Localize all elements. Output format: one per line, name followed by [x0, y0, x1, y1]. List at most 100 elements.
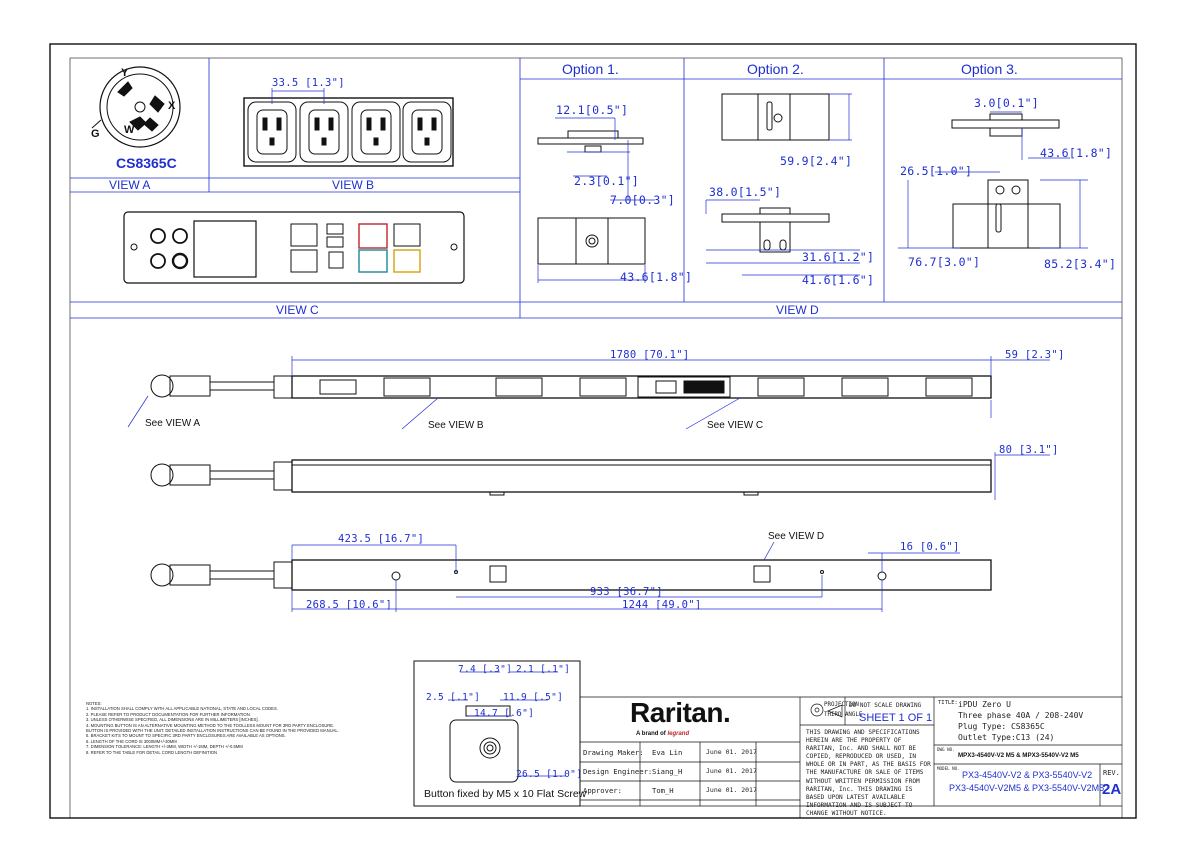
name-approver: Tom_H: [652, 786, 674, 795]
dwg-number: MPX3-4540V-V2 M5 & MPX3-5540V-V2 M5: [958, 752, 1079, 759]
rev-key: REV.: [1103, 769, 1120, 777]
dim-btn-d: 11.9 [.5"]: [503, 692, 564, 703]
role-drawing-maker: Drawing Maker:: [583, 748, 644, 757]
dim-o1-b: 2.3[0.1"]: [574, 174, 640, 188]
title-line-4: Outlet Type:C13 (24): [958, 733, 1055, 742]
dim-btn-c: 2.5 [.1"]: [426, 692, 481, 703]
dim-o3-d: 76.7[3.0"]: [908, 255, 981, 269]
dim-o2-b: 38.0[1.5"]: [709, 185, 782, 199]
dim-o3-a: 3.0[0.1"]: [974, 96, 1040, 110]
note-line: 6. LENGTH OF THE CORD IS 3000MM+/-30MM: [86, 738, 177, 744]
model-number-1: PX3-4540V-V2 & PX3-5540V-V2: [962, 770, 1093, 780]
dim-end-offset: 16 [0.6"]: [900, 541, 960, 553]
title-line-1: iPDU Zero U: [958, 700, 1011, 709]
role-approver: Approver:: [583, 786, 622, 795]
note-line: 7. DIMENSION TOLERANCE: LENGTH +/-3MM, W…: [86, 744, 243, 750]
title-line-3: Plug Type: CS8365C: [958, 722, 1045, 731]
dim-o1-a: 12.1[0.5"]: [556, 103, 629, 117]
controller-view-c: [123, 211, 465, 284]
note-line: 8. REFER TO THE TABLE FOR DETAIL CORD LE…: [86, 749, 218, 755]
notes-heading: NOTES:: [86, 701, 102, 706]
mount-option-3: [951, 113, 1061, 249]
name-drawing-maker: Eva Lin: [652, 748, 683, 757]
dim-btn-a: 7.4 [.3"]: [458, 664, 513, 675]
dim-depth: 80 [3.1"]: [999, 444, 1059, 456]
views-grid: [70, 58, 1122, 319]
pin-label-g: G: [91, 128, 100, 140]
disclaimer-text: THIS DRAWING AND SPECIFICATIONS HEREIN A…: [806, 729, 931, 817]
title-line-2: Three phase 40A / 208-240V: [958, 711, 1084, 720]
dim-o3-b: 43.6[1.8"]: [1040, 146, 1113, 160]
option-2-label: Option 2.: [747, 61, 804, 77]
dim-left-button: 268.5 [10.6"]: [306, 599, 393, 611]
pin-label-x: X: [168, 100, 176, 112]
callout-see-view-c: See VIEW C: [707, 420, 764, 431]
dim-overall-length: 1780 [70.1"]: [610, 349, 690, 361]
third-angle-label: THIRD ANGLE: [824, 712, 863, 718]
option-1-label: Option 1.: [562, 61, 619, 77]
title-block-frame: [580, 696, 1122, 818]
mount-option-1: [537, 130, 646, 265]
brand-tag-text: A brand of: [636, 731, 666, 737]
projection-label: PROJECTION: [824, 702, 859, 708]
pin-label-w: W: [124, 124, 135, 136]
outlets-view-b: [243, 88, 454, 167]
outlet-c13-1: [247, 101, 297, 163]
dwg-key: DWG NO.: [937, 747, 955, 752]
dim-btn-b: 2.1 [.1"]: [516, 664, 571, 675]
pdu-back-view: [150, 559, 992, 591]
dim-button-span: 933 [36.7"]: [590, 586, 663, 598]
dim-outlet-pitch: 33.5 [1.3"]: [272, 77, 345, 89]
dim-o2-a: 59.9[2.4"]: [780, 154, 853, 168]
button-detail: [413, 660, 581, 807]
pin-label-y: Y: [121, 67, 129, 79]
dim-o2-c: 31.6[1.2"]: [802, 250, 875, 264]
note-line: BUTTON IS PROVIDED WITH THE UNIT. DETAIL…: [86, 728, 339, 734]
date-drawing-maker: June 01. 2017: [706, 748, 757, 756]
pdu-front-view: [150, 374, 992, 399]
role-design-engineer: Design Engineer:: [583, 767, 653, 776]
no-scale-label: DO NOT SCALE DRAWING: [849, 702, 922, 709]
model-key: MODEL NO.: [937, 766, 960, 771]
dim-button-pitch: 1244 [49.0"]: [622, 599, 702, 611]
plug-type-label: CS8365C: [116, 155, 177, 171]
title-key: TITLE:: [938, 700, 958, 706]
dim-o3-e: 85.2[3.4"]: [1044, 257, 1117, 271]
brand-tagline: A brand of legrand: [636, 731, 689, 737]
rev-value: 2A: [1102, 781, 1122, 798]
option-3-label: Option 3.: [961, 61, 1018, 77]
dim-o1-d: 43.6[1.8"]: [620, 270, 693, 284]
view-d-dimension-lines: [537, 93, 1088, 283]
note-line: 5. BRACKET KITS TO MOUNT TO SPECIFIC 3RD…: [86, 733, 286, 739]
outlet-c13-2: [299, 101, 349, 163]
legrand-logo: legrand: [667, 731, 690, 737]
dim-btn-e: 14.7 [.6"]: [474, 708, 535, 719]
view-a-label: VIEW A: [109, 178, 151, 192]
dim-o2-d: 41.6[1.6"]: [802, 273, 875, 287]
outlet-c13-3: [351, 101, 401, 163]
dim-left-mount: 423.5 [16.7"]: [338, 533, 425, 545]
notes-block: NOTES: 1. INSTALLATION SHALL COMPLY WITH…: [86, 701, 386, 755]
sheet-label: SHEET 1 OF 1: [859, 712, 933, 724]
dim-o1-c: 7.0[0.3"]: [610, 193, 676, 207]
callout-see-view-a: See VIEW A: [145, 418, 201, 429]
outlet-c13-4: [402, 101, 452, 163]
model-number-2: PX3-4540V-V2M5 & PX3-5540V-V2M5: [949, 783, 1105, 793]
view-d-label: VIEW D: [776, 303, 819, 317]
main-dimension-lines: [127, 356, 1050, 612]
note-line: 3. UNLESS OTHERWISE SPECIFIED, ALL DIMEN…: [86, 717, 259, 723]
note-line: 4. MOUNTING BUTTON IS AN ALTERNATIVE MOU…: [86, 722, 335, 728]
dim-o3-c: 26.5[1.0"]: [900, 164, 973, 178]
button-caption: Button fixed by M5 x 10 Flat Screw: [424, 788, 587, 800]
raritan-logo: Raritan.: [630, 697, 731, 728]
name-design-engineer: Siang_H: [652, 767, 683, 776]
mount-option-2: [721, 93, 830, 253]
plug-face-view-a: [91, 66, 181, 148]
note-line: 2. PLEASE REFER TO PRODUCT DOCUMENTATION…: [86, 711, 251, 717]
view-b-label: VIEW B: [332, 178, 375, 192]
pdu-side-view: [150, 459, 992, 496]
callout-see-view-b: See VIEW B: [428, 420, 484, 431]
date-approver: June 01. 2017: [706, 786, 757, 794]
callout-see-view-d: See VIEW D: [768, 531, 825, 542]
note-line: 1. INSTALLATION SHALL COMPLY WITH ALL AP…: [86, 706, 278, 712]
